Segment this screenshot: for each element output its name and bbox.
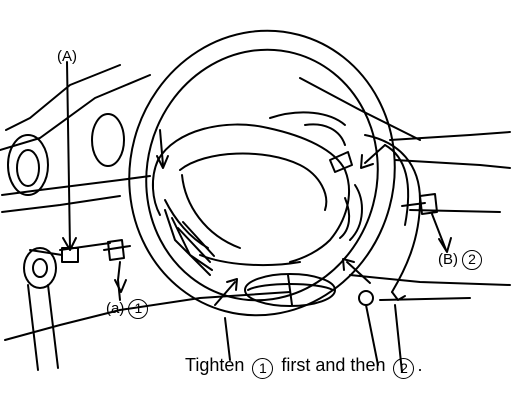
bolt-b [401, 193, 452, 253]
bolt-a-label: (a)1 [106, 299, 149, 319]
bolt-b-label: (B)2 [438, 250, 482, 270]
steering-wheel [128, 29, 396, 317]
instruction-before: Tighten [185, 355, 245, 375]
instruction-second-number: 2 [393, 358, 415, 379]
bolt-a-prefix: (a) [106, 300, 125, 317]
instruction-first-number: 1 [252, 358, 274, 379]
part-a-label: (A) [57, 48, 77, 65]
instruction-end: . [417, 355, 423, 375]
bolt-b-order-number: 2 [462, 250, 482, 270]
bolt-a-order-number: 1 [128, 299, 149, 319]
bolt-a [103, 239, 131, 301]
part-a [23, 61, 79, 371]
tightening-instruction: Tighten 1 first and then 2. [185, 356, 423, 379]
instrument-gauges [7, 111, 346, 196]
instruction-middle: first and then [281, 355, 386, 375]
pointer-arrows [156, 129, 386, 306]
bolt-b-prefix: (B) [438, 251, 458, 268]
